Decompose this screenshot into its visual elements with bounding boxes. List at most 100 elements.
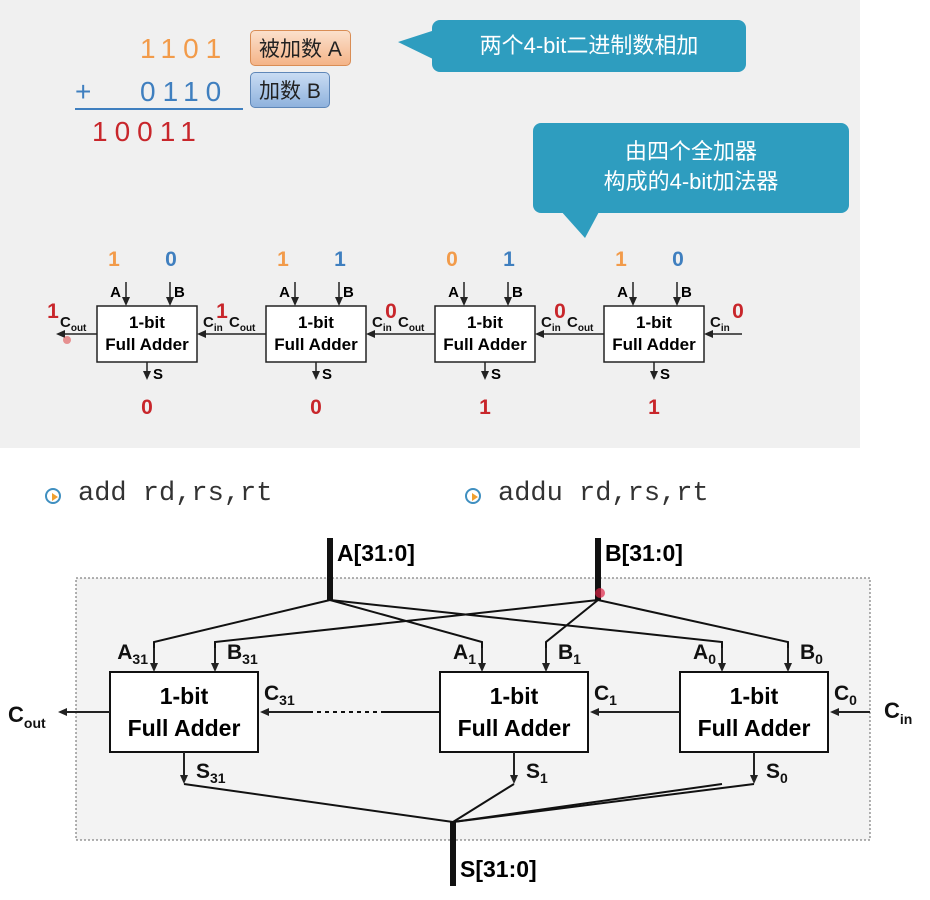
sum-output-value: 0 — [141, 396, 153, 419]
bullet-icon — [465, 488, 481, 504]
pin-carry-label: C1 — [594, 682, 617, 708]
pin-cout-label: Cout — [567, 314, 594, 334]
sum-output-arrow-head — [650, 371, 658, 380]
input-b-arrow-head — [335, 297, 343, 306]
bus-s-label: S[31:0] — [460, 856, 537, 882]
callout-tail-1 — [398, 30, 435, 60]
pin-b-label: B — [343, 284, 354, 301]
carry-arrow-head — [260, 708, 269, 716]
full-adder-box — [265, 305, 367, 363]
sum-output-arrow-head — [481, 371, 489, 380]
full-adder-box — [679, 671, 829, 753]
pin-a-label: A — [110, 284, 121, 301]
pin-b-label: B31 — [227, 641, 258, 667]
pin-s-label: S — [660, 366, 670, 383]
full-adder-label: 1-bit — [129, 313, 165, 332]
operand-a: 1101 — [140, 33, 229, 64]
pin-b-label: B1 — [558, 641, 581, 667]
input-a-arrow-head — [629, 297, 637, 306]
full-adder-label: 1-bit — [160, 683, 209, 709]
pin-carry-label: C0 — [834, 682, 857, 708]
carry-in-label: Cin — [884, 698, 912, 727]
callout-four-adders: 由四个全加器 构成的4-bit加法器 — [533, 123, 849, 213]
input-a-arrow-head — [718, 663, 726, 672]
input-b-arrow-head — [784, 663, 792, 672]
carry-out-value: 1 — [216, 300, 228, 323]
input-b-arrow-head — [673, 297, 681, 306]
input-a-arrow-head — [291, 297, 299, 306]
bullet-icon — [45, 488, 61, 504]
carry-out-arrow-head — [58, 708, 67, 716]
callout-line-2: 构成的4-bit加法器 — [603, 169, 779, 194]
bus-a-label: A[31:0] — [337, 540, 415, 566]
pin-s-label: S — [153, 366, 163, 383]
input-a-value: 0 — [446, 248, 458, 271]
sum-result: 10011 — [92, 116, 203, 147]
full-adder-label: Full Adder — [128, 715, 241, 741]
input-a-value: 1 — [108, 248, 120, 271]
cursor-dot — [595, 588, 605, 598]
callout-tail-2 — [560, 210, 600, 238]
pin-cout-label: Cout — [229, 314, 256, 334]
input-b-value: 1 — [503, 248, 515, 271]
full-adder-label: Full Adder — [458, 715, 571, 741]
pin-carry-label: C31 — [264, 682, 295, 708]
pin-cin-label: Cin — [372, 314, 392, 334]
sum-output-value: 1 — [479, 396, 491, 419]
sum-merge-line — [452, 783, 755, 823]
carry-arrow-head — [56, 330, 65, 338]
carry-arrow-head — [590, 708, 599, 716]
sum-output-arrow-head — [312, 371, 320, 380]
tag-addend-a: 被加数 A — [250, 30, 351, 66]
carry-out-value: 0 — [554, 300, 566, 323]
plus-sign: + — [75, 76, 99, 107]
pin-cout-label: Cout — [60, 314, 87, 334]
full-adder-label: 1-bit — [730, 683, 779, 709]
pin-b-label: B — [174, 284, 185, 301]
carry-in-arrow-head — [704, 330, 713, 338]
carry-arrow-head — [535, 330, 544, 338]
input-b-value: 0 — [165, 248, 177, 271]
carry-out-value: 1 — [47, 300, 59, 323]
carry-in-arrow-head — [830, 708, 839, 716]
full-adder-label: Full Adder — [612, 335, 696, 354]
sum-output-arrow-head — [750, 775, 758, 784]
pin-a-label: A — [279, 284, 290, 301]
pin-s-label: S — [322, 366, 332, 383]
carry-arrow-head — [366, 330, 375, 338]
callout-two-numbers: 两个4-bit二进制数相加 — [432, 20, 746, 72]
input-b-arrow-head — [504, 297, 512, 306]
pin-cin-label: Cin — [710, 314, 730, 334]
input-a-value: 1 — [615, 248, 627, 271]
input-b-value: 1 — [334, 248, 346, 271]
top-panel — [0, 0, 860, 448]
pin-b-label: B — [512, 284, 523, 301]
carry-in-value: 0 — [732, 300, 744, 323]
carry-out-value: 0 — [385, 300, 397, 323]
sum-merge-line — [452, 783, 515, 823]
carry-out-label: Cout — [8, 702, 46, 731]
full-adder-label: Full Adder — [105, 335, 189, 354]
full-adder-label: 1-bit — [467, 313, 503, 332]
carry-arrow-head — [197, 330, 206, 338]
full-adder-label: Full Adder — [443, 335, 527, 354]
pin-b-label: B — [681, 284, 692, 301]
input-a-value: 1 — [277, 248, 289, 271]
input-b-arrow-head — [542, 663, 550, 672]
tag-addend-b: 加数 B — [250, 72, 330, 108]
pin-s-label: S — [491, 366, 501, 383]
full-adder-box — [434, 305, 536, 363]
sum-rule — [75, 108, 243, 110]
instruction-addu: addu rd,rs,rt — [498, 479, 709, 509]
input-b-value: 0 — [672, 248, 684, 271]
full-adder-label: Full Adder — [698, 715, 811, 741]
pin-s-label: S0 — [766, 760, 788, 786]
full-adder-label: 1-bit — [298, 313, 334, 332]
sum-output-arrow-head — [143, 371, 151, 380]
full-adder-label: 1-bit — [636, 313, 672, 332]
pin-s-label: S1 — [526, 760, 548, 786]
input-a-arrow-head — [150, 663, 158, 672]
pin-a-label: A — [448, 284, 459, 301]
